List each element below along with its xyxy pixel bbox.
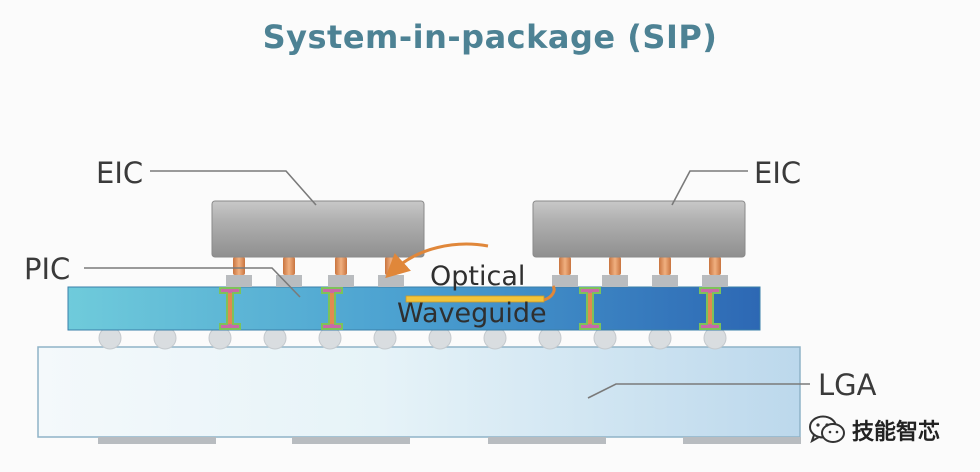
- page-title: System-in-package (SIP): [262, 18, 718, 56]
- through-vias: [219, 287, 721, 330]
- eic-chip-left: [211, 200, 425, 258]
- watermark-text: 技能智芯: [852, 420, 941, 445]
- label-lga: LGA: [818, 368, 877, 402]
- light-path-arrow-right: [543, 285, 556, 302]
- label-eic-left: EIC: [96, 156, 143, 190]
- wechat-icon: [809, 415, 845, 444]
- watermark: 技能智芯: [808, 414, 940, 446]
- label-pic: PIC: [24, 252, 70, 286]
- light-path-arrow-left: [385, 242, 489, 279]
- pic-layer: [67, 286, 761, 331]
- bump-pads: [226, 275, 728, 287]
- label-eic-right: EIC: [754, 156, 801, 190]
- leader-lines: [84, 170, 810, 399]
- label-optical: Optical: [430, 261, 525, 292]
- eic-chip-right: [532, 200, 746, 258]
- lga-pads: [98, 437, 801, 444]
- solder-balls: [98, 326, 727, 350]
- label-waveguide: Waveguide: [397, 298, 547, 329]
- lga-substrate: [37, 346, 801, 438]
